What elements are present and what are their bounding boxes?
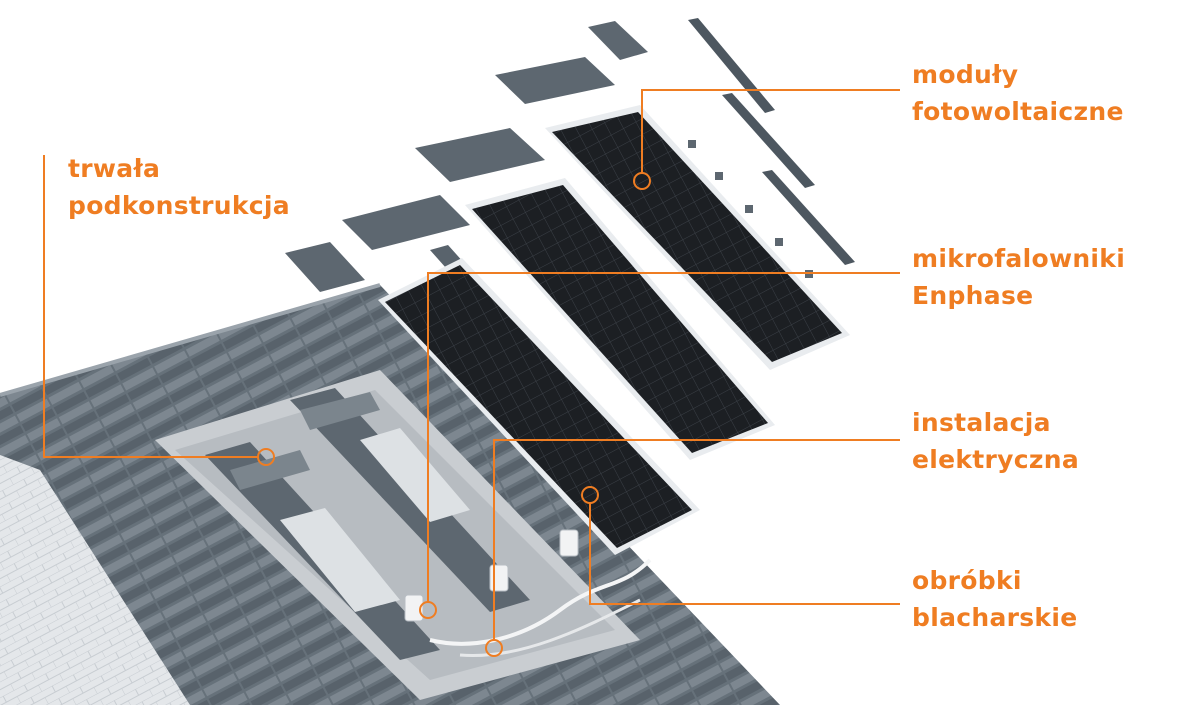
label-moduly-line1: moduły	[912, 60, 1019, 89]
marker-moduly	[633, 172, 651, 190]
label-obrobki: obróbki blacharskie	[912, 562, 1077, 636]
marker-obrobki	[581, 486, 599, 504]
label-moduly-line2: fotowoltaiczne	[912, 97, 1124, 126]
label-mikrofalowniki: mikrofalowniki Enphase	[912, 240, 1125, 314]
floating-rail-5	[762, 170, 855, 265]
label-podkonstrukcja-line1: trwała	[68, 154, 161, 183]
label-moduly: moduły fotowoltaiczne	[912, 56, 1124, 130]
clamp-4	[775, 238, 783, 246]
leader-obrobki	[589, 502, 900, 605]
label-obrobki-line2: blacharskie	[912, 603, 1078, 632]
leader-mikrofalowniki	[427, 272, 900, 602]
clamp-2	[715, 172, 723, 180]
solar-panel-1	[378, 258, 700, 555]
marker-instalacja	[485, 639, 503, 657]
label-instalacja: instalacja elektryczna	[912, 404, 1079, 478]
microinverter-1	[404, 594, 424, 622]
microinverter-3	[559, 529, 579, 557]
leader-moduly	[641, 89, 900, 174]
label-instalacja-line2: elektryczna	[912, 445, 1080, 474]
label-podkonstrukcja-line2: podkonstrukcja	[68, 191, 290, 220]
label-podkonstrukcja: trwała podkonstrukcja	[68, 150, 290, 224]
marker-mikrofalowniki	[419, 601, 437, 619]
label-mikrofalowniki-line1: mikrofalowniki	[912, 244, 1126, 273]
floating-tile-4	[495, 57, 615, 104]
label-instalacja-line1: instalacja	[912, 408, 1051, 437]
electrical-cable-2	[459, 598, 641, 658]
floating-tile-5	[588, 21, 648, 60]
rail-slot-1	[280, 508, 400, 612]
clamp-1	[688, 140, 696, 148]
mounting-rail-2	[290, 388, 530, 612]
callout-markers	[257, 172, 651, 657]
house-wall	[0, 455, 190, 705]
floating-tile-2	[342, 195, 470, 250]
mounting-bracket-2	[300, 392, 380, 430]
roof-ridge-edge	[0, 283, 381, 397]
leader-instalacja	[493, 439, 900, 640]
microinverter-2	[489, 564, 509, 592]
floating-rail-4	[722, 93, 815, 188]
label-obrobki-line1: obróbki	[912, 566, 1022, 595]
marker-podkonstrukcja	[257, 448, 275, 466]
electrical-cable	[429, 558, 652, 646]
rail-slot-2	[360, 428, 470, 522]
solar-panel-3	[545, 105, 850, 370]
leader-podkonstrukcja	[43, 155, 258, 458]
clamp-3	[745, 205, 753, 213]
floating-tile-1	[285, 242, 365, 292]
leader-lines	[43, 89, 900, 640]
solar-panel-2	[465, 178, 775, 460]
mounting-bracket-1	[230, 450, 310, 490]
label-mikrofalowniki-line2: Enphase	[912, 281, 1034, 310]
floating-tile-3	[415, 128, 545, 182]
